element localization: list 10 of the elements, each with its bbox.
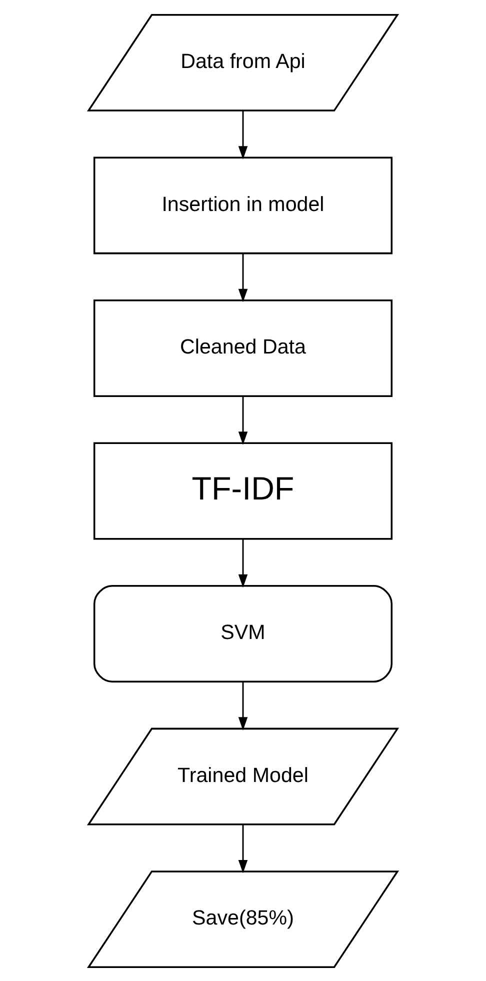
arrow xyxy=(238,110,248,159)
arrow xyxy=(238,824,248,873)
node-box: SVM xyxy=(93,584,393,682)
arrow xyxy=(238,681,248,730)
node-box: Cleaned Data xyxy=(93,299,393,396)
node-box: Insertion in model xyxy=(93,156,393,254)
node-box: TF-IDF xyxy=(93,442,393,540)
arrow xyxy=(238,538,248,588)
arrow xyxy=(238,253,248,302)
arrow xyxy=(238,396,248,444)
